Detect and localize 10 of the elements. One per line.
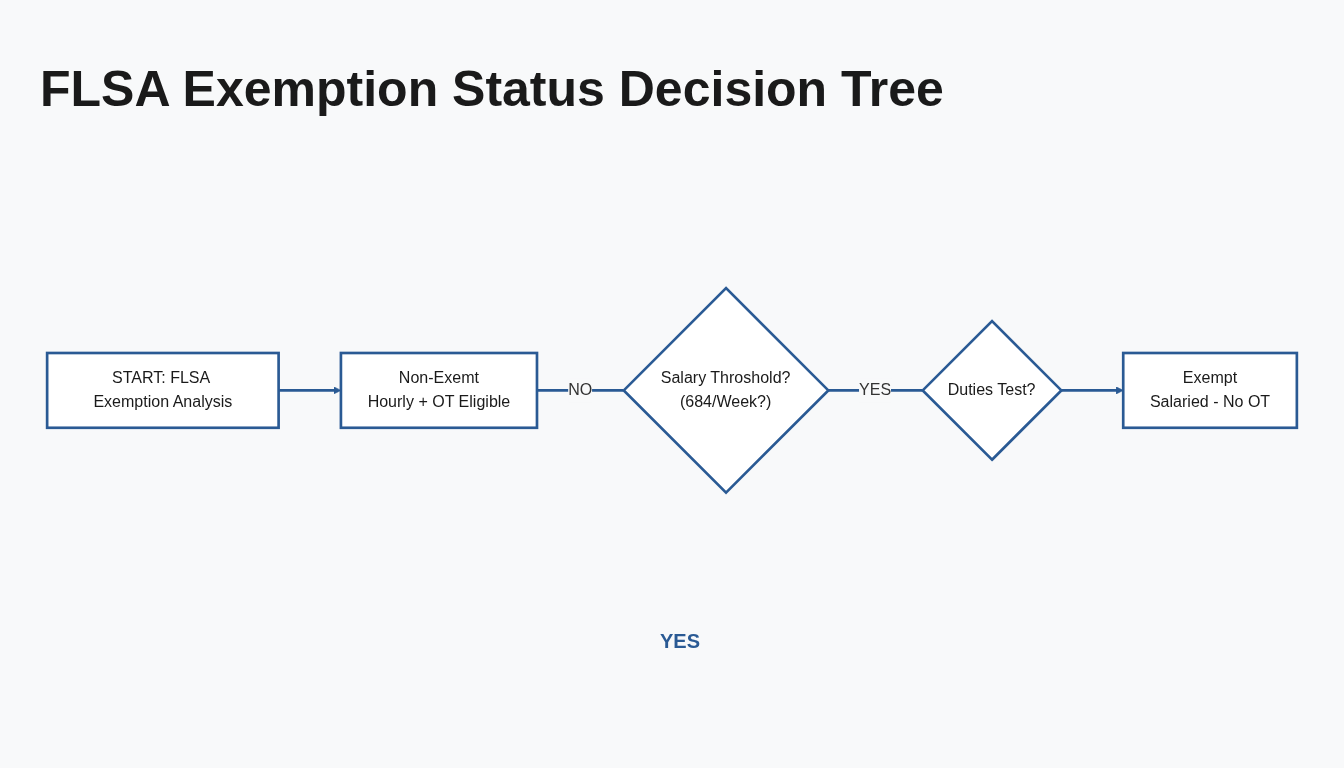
arrow [1060, 386, 1124, 394]
node-diamond: Salary Throshold? (684/Week?) [621, 285, 831, 495]
node-box: Non-Exemt Hourly + OT Eligible [339, 351, 539, 429]
diagram-title: FLSA Exemption Status Decision Tree [40, 60, 944, 118]
edge-label: NO [568, 380, 593, 399]
edge-note: YES [660, 630, 701, 652]
node-diamond: Duties Test? [920, 318, 1064, 462]
edge-label: YES [859, 380, 892, 399]
node-box: Exempt Salaried - No OT [1121, 351, 1299, 429]
node-box: START: FLSA Exemption Analysis [45, 351, 280, 429]
